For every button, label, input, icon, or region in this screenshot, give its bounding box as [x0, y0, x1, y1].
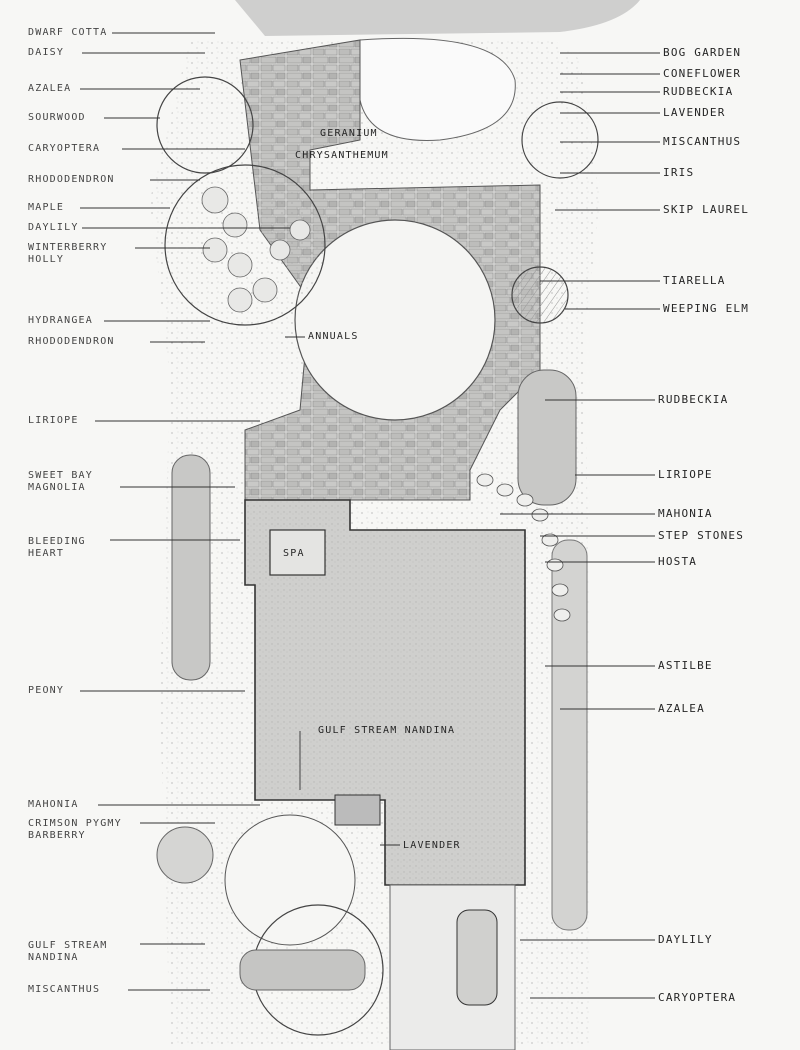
barberry-shrub [156, 826, 214, 884]
left-hedge [171, 454, 211, 681]
label-rudbeckia-1: RUDBECKIA [663, 85, 734, 98]
label-liriope-1: LIRIOPE [28, 415, 79, 426]
label-sourwood: SOURWOOD [28, 112, 86, 123]
label-rhododendron-2: RHODODENDRON [28, 336, 115, 347]
label-hosta: HOSTA [658, 555, 698, 568]
label-weeping-elm: WEEPING ELM [663, 302, 750, 315]
label-miscanthus-1: MISCANTHUS [28, 984, 101, 995]
label-daisy: DAISY [28, 47, 65, 58]
label-bleeding-heart: BLEEDING HEART [28, 536, 86, 559]
label-crimson-pygmy-barberry: CRIMSON PYGMY BARBERRY [28, 818, 122, 841]
label-rhododendron-1: RHODODENDRON [28, 174, 115, 185]
label-gulf-stream-nandina-1: GULF STREAM NANDINA [28, 940, 108, 963]
label-spa: SPA [283, 548, 305, 559]
sourwood-canopy [156, 76, 254, 174]
front-bed [239, 949, 366, 991]
round-lawn [294, 219, 496, 421]
label-coneflower: CONEFLOWER [663, 67, 742, 80]
right-hedge [551, 539, 588, 931]
rudbeckia-bed [517, 369, 577, 506]
label-dwarf-cotta: DWARF COTTA [28, 27, 108, 38]
front-lawn [224, 814, 356, 946]
spa [269, 529, 326, 576]
label-iris: IRIS [663, 166, 695, 179]
label-mahonia-2: MAHONIA [658, 507, 713, 520]
house-roof [244, 499, 526, 886]
label-caryopteris: CARYOPTERA [28, 143, 101, 154]
label-gulf-stream-nandina-2: GULF STREAM NANDINA [318, 725, 456, 736]
label-azalea: AZALEA [28, 83, 72, 94]
label-daylily-1: DAYLILY [28, 222, 79, 233]
label-mahonia-1: MAHONIA [28, 799, 79, 810]
miscanthus-canopy [521, 101, 599, 179]
label-annuals: ANNUALS [308, 331, 359, 342]
label-lavender-2: LAVENDER [403, 840, 461, 851]
label-chrysanthemum: CHRYSANTHEMUM [295, 150, 389, 161]
label-sweet-bay-magnolia: SWEET BAY MAGNOLIA [28, 470, 93, 493]
front-walk [334, 794, 381, 826]
label-azalea-2: AZALEA [658, 702, 705, 715]
label-skip-laurel: SKIP LAUREL [663, 203, 750, 216]
label-peony: PEONY [28, 685, 65, 696]
street-edge [235, 0, 640, 36]
label-liriope-2: LIRIOPE [658, 468, 713, 481]
label-maple: MAPLE [28, 202, 65, 213]
label-step-stones: STEP STONES [658, 529, 745, 542]
bog-garden-lawn [359, 37, 516, 141]
label-geranium: GERANIUM [320, 128, 378, 139]
winterberry-shrubs [201, 186, 311, 313]
weeping-elm-canopy [511, 266, 569, 324]
label-rudbeckia-2: RUDBECKIA [658, 393, 729, 406]
label-bog-garden: BOG GARDEN [663, 46, 742, 59]
label-hydrangea: HYDRANGEA [28, 315, 93, 326]
label-winterberry-holly: WINTERBERRY HOLLY [28, 242, 108, 265]
car [456, 909, 498, 1006]
label-lavender-1: LAVENDER [663, 106, 726, 119]
leader-lines [80, 32, 660, 999]
label-miscanthus-2: MISCANTHUS [663, 135, 742, 148]
label-caryopteris-2: CARYOPTERA [658, 991, 737, 1004]
label-daylily-2: DAYLILY [658, 933, 713, 946]
label-tiarella: TIARELLA [663, 274, 726, 287]
label-astilbe: ASTILBE [658, 659, 713, 672]
